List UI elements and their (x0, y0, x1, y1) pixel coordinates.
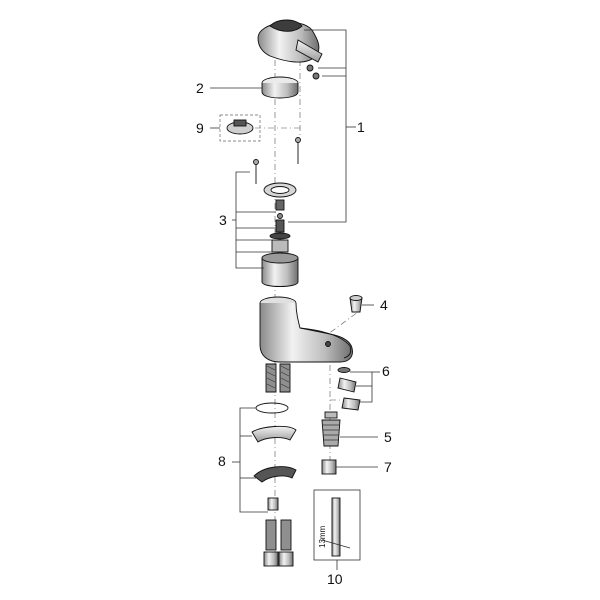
mixer-body (259, 296, 353, 363)
tool-dimension-label: 13mm (318, 525, 327, 548)
callout-9: 9 (196, 120, 204, 136)
callout-10: 10 (327, 571, 343, 587)
callout-labels: 1 2 3 4 5 6 7 8 9 10 (196, 80, 392, 587)
button-plug (349, 295, 363, 313)
cartridge-assembly (261, 182, 299, 287)
callout-8: 8 (218, 453, 226, 469)
center-lines (242, 60, 359, 560)
leader-lines (210, 29, 380, 570)
callout-7: 7 (384, 459, 392, 475)
limiter-insert (219, 114, 261, 142)
callout-3: 3 (219, 212, 227, 228)
hose-ends (263, 519, 294, 567)
flexible-hoses (265, 363, 291, 393)
lever-handle (257, 19, 323, 80)
cap-ring (261, 76, 299, 99)
callout-4: 4 (380, 297, 388, 313)
callout-1: 1 (357, 119, 365, 135)
callout-6: 6 (382, 363, 390, 379)
installation-tool: 13mm (313, 489, 361, 561)
callout-5: 5 (384, 429, 392, 445)
mounting-set (251, 402, 297, 511)
callout-2: 2 (196, 80, 204, 96)
check-valve (321, 411, 341, 447)
hex-nut (321, 459, 337, 475)
fixing-screws (253, 137, 301, 184)
aerator-set (337, 367, 361, 411)
